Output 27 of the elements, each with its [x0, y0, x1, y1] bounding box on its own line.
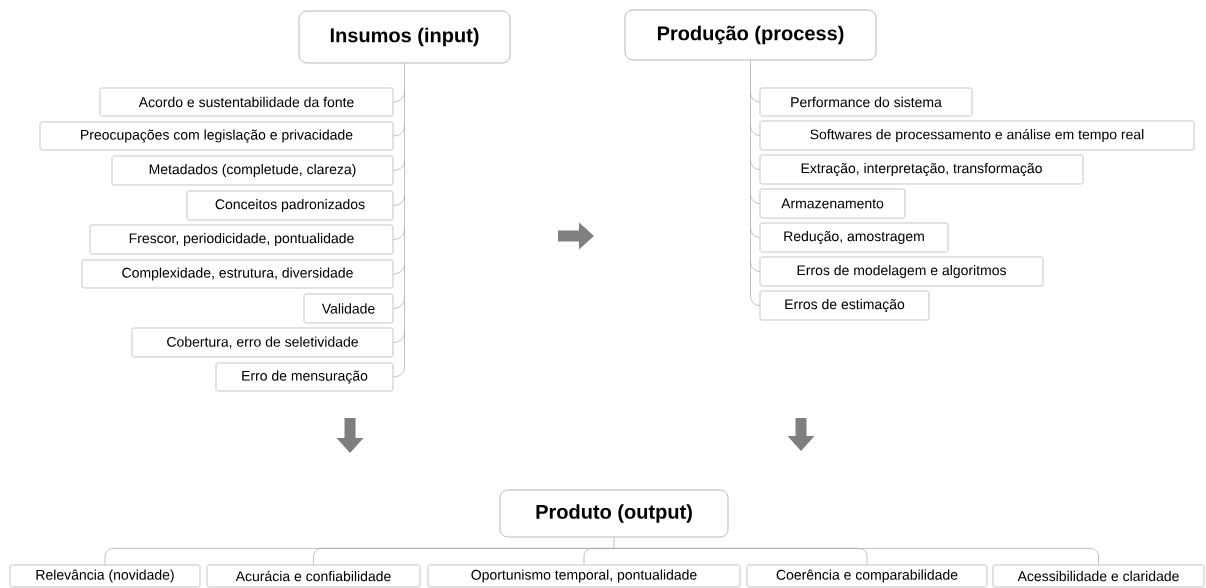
subtopic-box: Oportunismo temporal, pontualidade	[427, 564, 741, 588]
subtopic-box: Metadados (completude, clareza)	[111, 155, 394, 186]
subtopic-box: Erro de mensuração	[215, 362, 394, 392]
subtopic-box: Softwares de processamento e análise em tempo real	[759, 120, 1195, 151]
subtopic-box: Validade	[303, 293, 394, 324]
subtopic-box: Acordo e sustentabilidade da fonte	[99, 87, 394, 117]
subtopic-box: Coerência e comparabilidade	[746, 564, 988, 588]
subtopic-box: Acurácia e confiabilidade	[206, 564, 421, 588]
topic-box: Insumos (input)	[298, 10, 511, 64]
subtopic-box: Performance do sistema	[759, 87, 973, 117]
subtopic-box: Relevância (novidade)	[9, 564, 201, 588]
branch-lines	[750, 60, 761, 306]
subtopic-box: Extração, interpretação, transformação	[759, 154, 1084, 185]
subtopic-box: Redução, amostragem	[759, 222, 949, 253]
topic-box: Produção (process)	[624, 9, 877, 61]
subtopic-box: Cobertura, erro de seletividade	[131, 327, 394, 358]
subtopic-box: Preocupações com legislação e privacidade	[39, 121, 394, 151]
topic-box: Produto (output)	[499, 489, 729, 538]
subtopic-box: Complexidade, estrutura, diversidade	[81, 259, 394, 289]
branch-lines	[104, 537, 1099, 566]
subtopic-box: Conceitos padronizados	[186, 190, 394, 221]
subtopic-box: Acessibilidade e claridade	[992, 564, 1205, 588]
subtopic-box: Erros de estimação	[759, 290, 930, 321]
subtopic-box: Erros de modelagem e algoritmos	[759, 256, 1044, 287]
subtopic-box: Frescor, periodicidade, pontualidade	[89, 224, 394, 255]
branch-lines	[392, 63, 405, 378]
subtopic-box: Armazenamento	[759, 188, 906, 219]
